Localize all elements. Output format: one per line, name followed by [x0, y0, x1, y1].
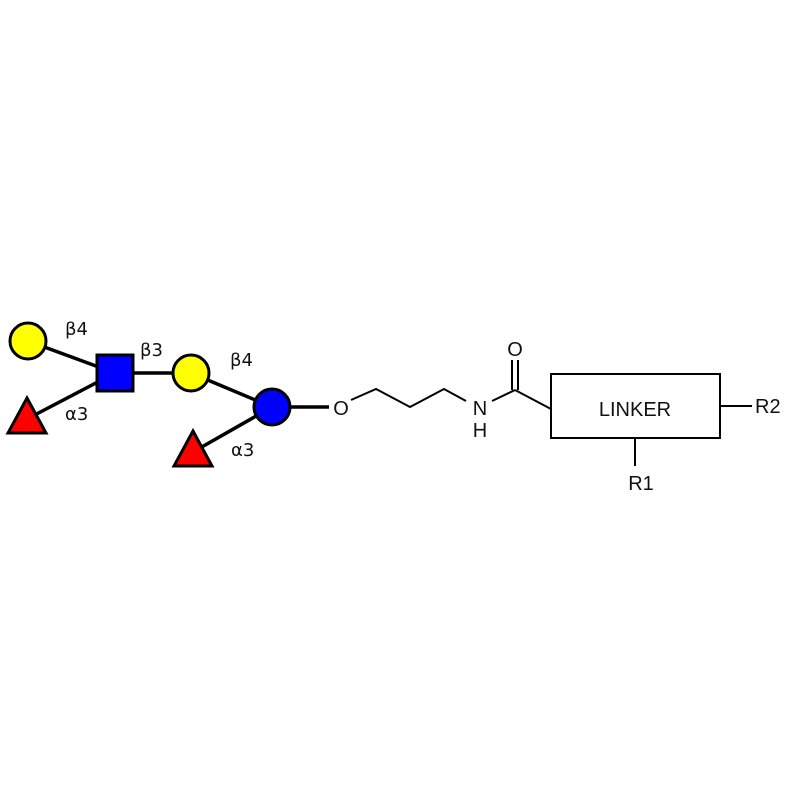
- linkage-label-beta3: β3: [140, 340, 163, 361]
- carbonyl-oxygen-label: O: [507, 339, 523, 361]
- amide-hydrogen-label: H: [473, 420, 487, 442]
- r2-label: R2: [755, 396, 781, 418]
- linkage-label-beta4-upper: β4: [65, 319, 88, 340]
- glcnac-icon: [95, 353, 135, 393]
- galactose-internal-icon: [171, 353, 211, 393]
- r1-label: R1: [628, 473, 654, 495]
- glucose-icon: [252, 387, 292, 427]
- linkage-label-beta4-lower: β4: [230, 350, 253, 371]
- bond-n-carbonyl: [491, 389, 516, 402]
- linkage-label-alpha3-lower: α3: [231, 440, 254, 461]
- linker-label: LINKER: [599, 399, 671, 421]
- linkage-label-alpha3-upper: α3: [65, 404, 88, 425]
- bond-carbonyl-linker: [514, 389, 552, 410]
- amide-nitrogen-label: N: [473, 398, 487, 420]
- ether-oxygen-label: O: [333, 398, 349, 420]
- linker-box: [550, 373, 721, 439]
- fucose-lower-icon: [171, 427, 215, 468]
- propyl-spacer-bonds: [350, 387, 467, 409]
- fucose-upper-icon: [5, 394, 49, 435]
- galactose-terminal-icon: [8, 321, 48, 361]
